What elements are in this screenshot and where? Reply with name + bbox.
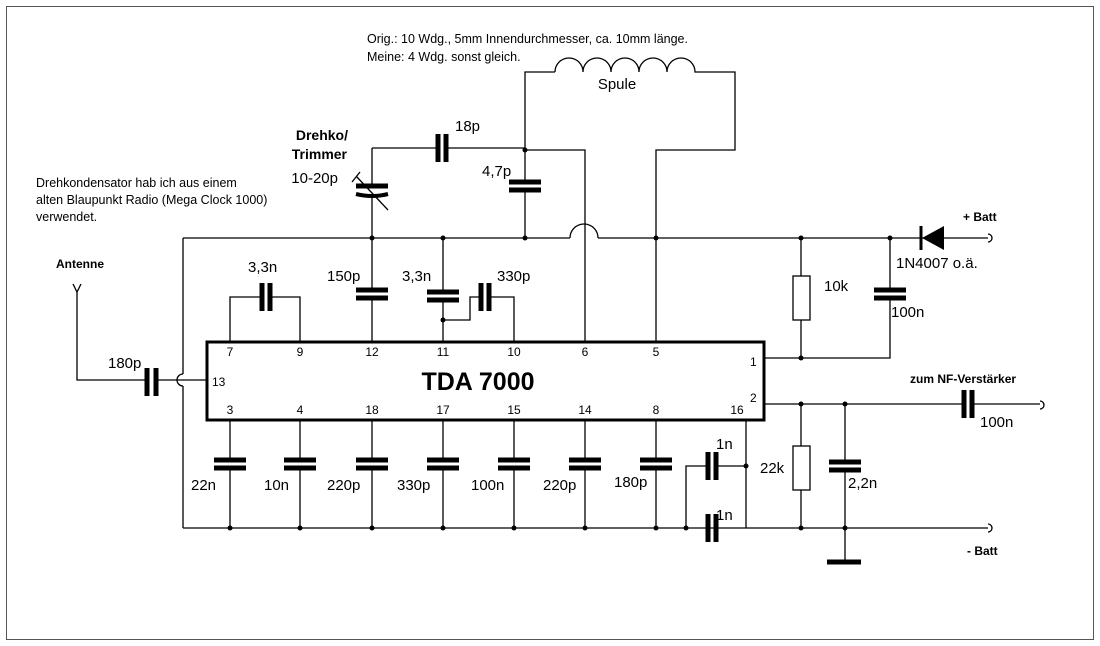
label-100n-bot: 100n [471, 477, 504, 494]
label-nf: zum NF-Verstärker [910, 372, 1016, 386]
pin-14: 14 [578, 403, 592, 417]
pin-12: 12 [365, 345, 379, 359]
drehko-plate [355, 192, 389, 198]
resistor-22k [792, 445, 811, 491]
label-10n: 10n [264, 477, 289, 494]
pin-5: 5 [653, 345, 660, 359]
note-drehko-2: alten Blaupunkt Radio (Mega Clock 1000) [36, 193, 267, 207]
diagram-frame [6, 6, 1094, 640]
note-drehko-1: Drehkondensator hab ich aus einem [36, 176, 237, 190]
antenna-symbol [72, 283, 82, 294]
label-330p-bot: 330p [397, 477, 430, 494]
pin-18: 18 [365, 403, 379, 417]
pin-11: 11 [437, 345, 450, 359]
label-220p-b: 220p [543, 477, 576, 494]
drehko-arrow [351, 171, 389, 211]
coil-spule [554, 57, 736, 342]
pin-6: 6 [582, 345, 589, 359]
junction-dots [227, 147, 893, 531]
pin-2: 2 [750, 391, 757, 405]
plus-terminal [987, 233, 993, 243]
pin-8: 8 [653, 403, 660, 417]
note-drehko-3: verwendet. [36, 210, 97, 224]
label-22k: 22k [760, 460, 785, 477]
pin-4: 4 [297, 403, 304, 417]
label-220p-a: 220p [327, 477, 360, 494]
note-original: Orig.: 10 Wdg., 5mm Innendurchmesser, ca… [367, 32, 688, 46]
label-180p-bot: 180p [614, 474, 647, 491]
chip-name: TDA 7000 [421, 368, 534, 396]
label-10k: 10k [824, 278, 849, 295]
pin6-wire-upper [524, 71, 586, 238]
label-2n2: 2,2n [848, 475, 877, 492]
pin-13: 13 [212, 375, 226, 389]
pin-17: 17 [436, 403, 450, 417]
cap-100n-top-wire [801, 238, 891, 359]
resistor-10k [792, 275, 811, 321]
cap-3n3-wire [229, 296, 301, 342]
pin-15: 15 [507, 403, 521, 417]
label-antenne: Antenne [56, 257, 104, 271]
cap-1n-a-wire [685, 465, 746, 528]
label-minus-batt: - Batt [967, 544, 998, 558]
pin-1: 1 [750, 355, 757, 369]
antenna-wire [76, 292, 145, 381]
cap-330p-wire [443, 296, 515, 342]
tda7000-chip [205, 340, 766, 422]
label-diode: 1N4007 o.ä. [896, 255, 978, 272]
label-180p-in: 180p [108, 355, 141, 372]
label-spule: Spule [598, 76, 636, 93]
label-100n-top: 100n [891, 304, 924, 321]
label-drehko-value: 10-20p [291, 170, 338, 187]
pin-3: 3 [227, 403, 234, 417]
label-150p: 150p [327, 268, 360, 285]
diode-1n4007 [922, 226, 944, 250]
pin-9: 9 [297, 345, 304, 359]
label-3n3-b: 3,3n [402, 268, 431, 285]
minus-terminal [987, 523, 993, 533]
label-3n3-a: 3,3n [248, 259, 277, 276]
label-100n-out: 100n [980, 414, 1013, 431]
label-330p-top: 330p [497, 268, 530, 285]
label-1n-b: 1n [716, 507, 733, 524]
pin-16: 16 [730, 403, 744, 417]
label-18p: 18p [455, 118, 480, 135]
label-4p7: 4,7p [482, 163, 511, 180]
note-mine: Meine: 4 Wdg. sonst gleich. [367, 50, 521, 64]
label-plus-batt: + Batt [963, 210, 997, 224]
nf-terminal [1039, 400, 1045, 410]
label-1n-a: 1n [716, 436, 733, 453]
pin-10: 10 [507, 345, 521, 359]
pin-7: 7 [227, 345, 234, 359]
rail-crossover [569, 223, 599, 239]
label-drehko: Drehko/ [296, 127, 348, 143]
label-22n: 22n [191, 477, 216, 494]
label-trimmer: Trimmer [292, 146, 348, 162]
